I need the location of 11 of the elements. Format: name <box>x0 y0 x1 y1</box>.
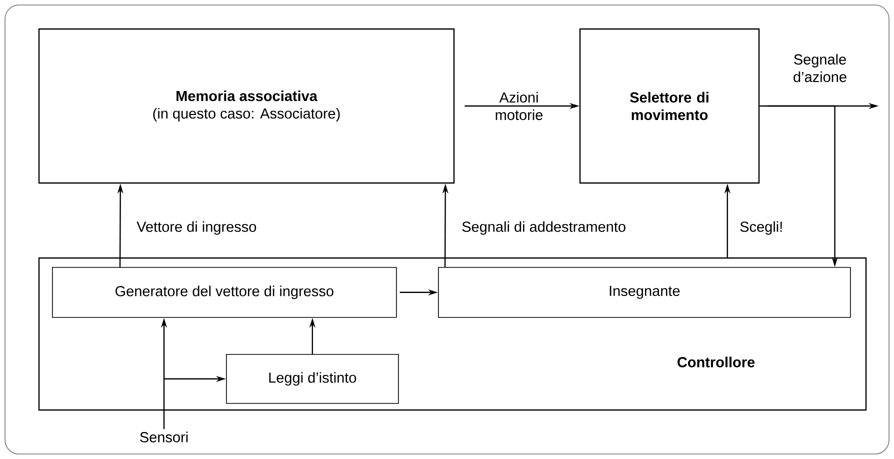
process-box: Leggi d’istinto <box>226 354 399 404</box>
process-box: Selettore di movimento <box>579 28 760 184</box>
edge-label: Segnale d’azione <box>794 54 846 82</box>
input-label: Sensori <box>140 432 188 442</box>
edge-label: Segnali di addestramento <box>462 221 626 235</box>
edge-label: Azioni motorie <box>496 92 543 120</box>
edge-label: Scegli! <box>740 221 782 235</box>
edge-label: Vettore di ingresso <box>136 221 256 235</box>
process-box: Generatore del vettore di ingresso <box>52 267 397 318</box>
process-box: Memoria associativa (in questo caso: Associatore) <box>38 28 455 184</box>
process-box: Insegnante <box>438 267 851 318</box>
